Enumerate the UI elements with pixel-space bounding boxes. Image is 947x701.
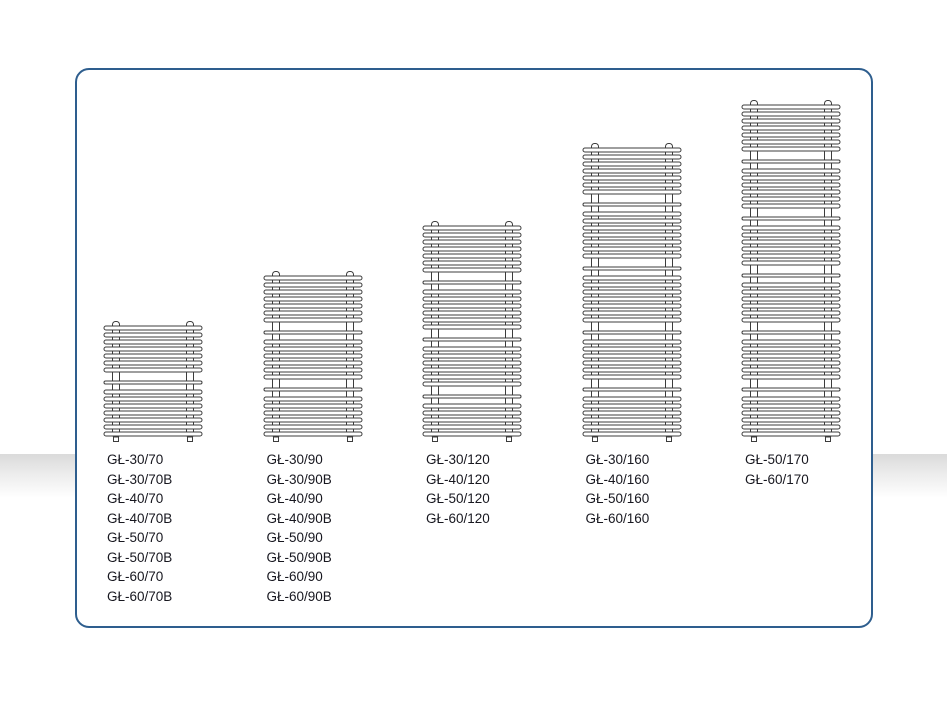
radiator-drawing-area <box>103 98 207 442</box>
model-label: GŁ-30/70 <box>107 452 164 467</box>
model-label: GŁ-30/90 <box>266 452 323 467</box>
model-label: GŁ-50/70B <box>107 549 173 565</box>
model-label: GŁ-30/70B <box>107 471 173 487</box>
radiator-drawing <box>422 221 522 442</box>
radiator-drawing <box>741 100 841 442</box>
radiator-drawing-area <box>422 98 526 442</box>
radiator-drawing <box>582 143 681 442</box>
model-label: GŁ-30/120 <box>426 452 490 467</box>
model-label: GŁ-30/160 <box>585 452 650 467</box>
model-label: GŁ-40/120 <box>426 471 490 487</box>
model-label: GŁ-30/90B <box>266 471 332 487</box>
model-label: GŁ-40/90B <box>266 510 332 526</box>
model-label: GŁ-50/70 <box>107 530 164 545</box>
model-label: GŁ-50/90 <box>266 530 323 545</box>
model-label: GŁ-60/120 <box>426 510 490 526</box>
model-label: GŁ-40/70 <box>107 491 164 506</box>
model-label: GŁ-50/120 <box>426 491 490 506</box>
model-label: GŁ-60/170 <box>745 471 809 487</box>
model-label: GŁ-40/90 <box>266 491 323 506</box>
radiator-drawing-area <box>582 98 686 442</box>
model-label: GŁ-50/170 <box>745 452 809 467</box>
model-label: GŁ-60/90 <box>266 569 323 584</box>
model-label: GŁ-50/90B <box>266 549 332 565</box>
radiator-drawing-area <box>263 98 367 442</box>
radiator-drawing <box>103 321 203 442</box>
model-label: GŁ-40/160 <box>585 471 650 487</box>
model-label: GŁ-60/160 <box>585 510 650 526</box>
model-label: GŁ-40/70B <box>107 510 173 526</box>
radiator-drawing <box>263 271 362 442</box>
model-label: GŁ-60/70B <box>107 588 173 604</box>
model-label: GŁ-60/70 <box>107 569 164 584</box>
model-label: GŁ-60/90B <box>266 588 332 604</box>
radiator-drawing-area <box>741 98 845 442</box>
model-label: GŁ-50/160 <box>585 491 650 506</box>
